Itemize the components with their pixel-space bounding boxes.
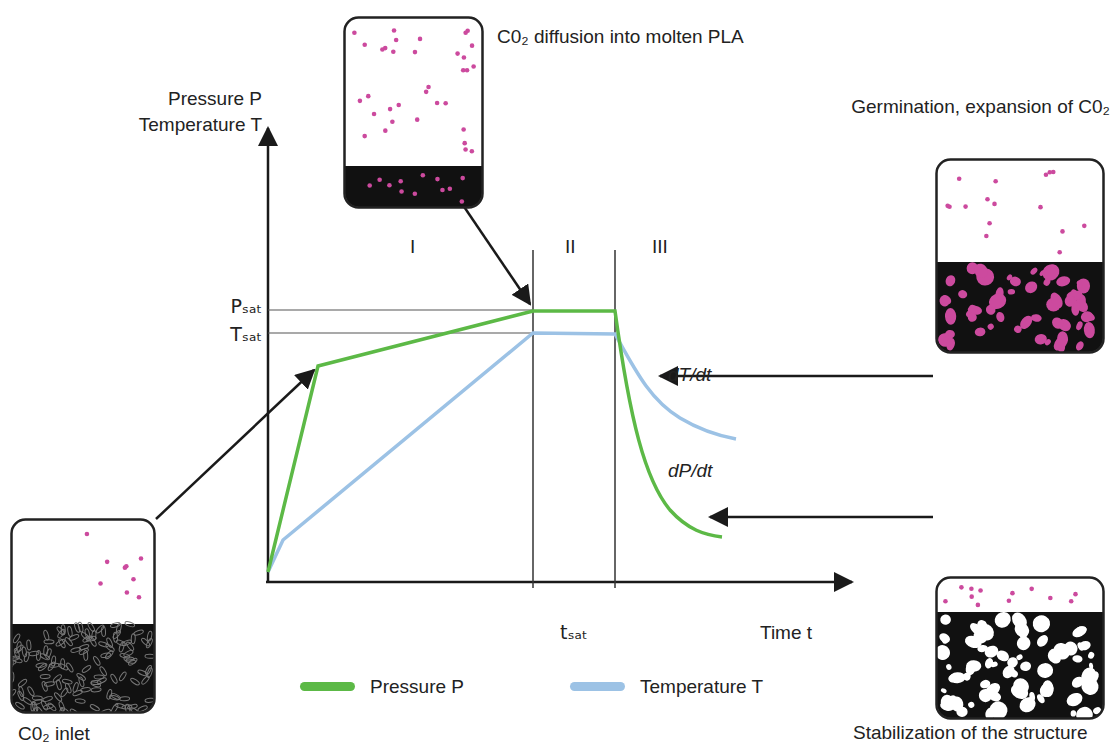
vessel-caption: Stabilization of the structure	[853, 722, 1087, 744]
legend-text: Temperature T	[640, 676, 763, 698]
x-axis	[266, 581, 852, 584]
temperature-curve	[268, 333, 736, 572]
y-axis	[267, 128, 270, 582]
phase-number: I	[410, 236, 415, 258]
vessel: C0₂ inlet	[10, 518, 156, 714]
legend-text: Pressure P	[370, 676, 464, 698]
vessel-caption: C0₂ inlet	[18, 723, 90, 745]
leader-arrow	[450, 186, 530, 304]
reference-line	[268, 332, 533, 333]
value-label: Tₛₐₜ	[230, 324, 262, 346]
phase-divider	[614, 250, 616, 588]
vessel-drawing	[935, 158, 1105, 354]
vessel-caption: Germination, expansion of C0₂	[851, 96, 1110, 118]
leader-arrow	[156, 370, 314, 519]
vessel: C0₂ diffusion into molten PLA	[343, 16, 484, 209]
vessel-drawing	[935, 576, 1105, 720]
reference-line	[268, 309, 533, 310]
vessel: Stabilization of the structure	[935, 576, 1105, 720]
leader-arrow	[710, 516, 933, 519]
value-label: Pₛₐₜ	[230, 296, 262, 318]
axis-label: Time t	[760, 622, 812, 644]
phase-number: III	[652, 236, 668, 258]
rate-label: dP/dt	[668, 460, 712, 482]
vessel: Germination, expansion of C0₂	[935, 158, 1105, 354]
value-label: tₛₐₜ	[560, 622, 588, 644]
pressure-curve	[268, 311, 722, 572]
axis-label: Temperature T	[139, 114, 262, 136]
axis-label: Pressure P	[168, 88, 262, 110]
phase-divider	[532, 250, 534, 588]
legend-swatch	[570, 682, 625, 691]
vessel-drawing	[10, 518, 156, 714]
vessel-caption: C0₂ diffusion into molten PLA	[497, 26, 744, 48]
phase-number: II	[565, 236, 576, 258]
vessel-drawing	[343, 16, 484, 209]
legend-swatch	[300, 682, 355, 691]
rate-label: dT/dt	[668, 364, 711, 386]
